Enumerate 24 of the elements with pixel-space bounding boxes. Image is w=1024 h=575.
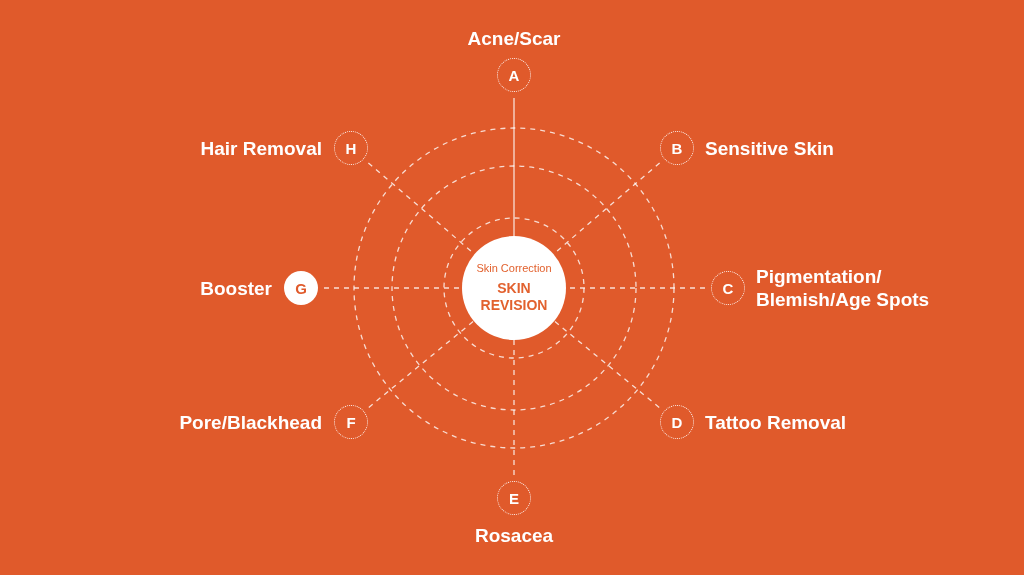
disc-title: SKIN REVISION <box>479 279 549 315</box>
letter-circle <box>284 271 318 305</box>
connector-line <box>513 339 515 476</box>
connector-line <box>553 320 660 409</box>
category-label: Acne/Scar <box>467 27 561 50</box>
category-label: Booster <box>200 276 272 300</box>
node-letter: G <box>295 280 307 296</box>
category-label: Tattoo Removal <box>705 410 847 434</box>
category-label: Rosacea <box>474 524 554 547</box>
node-letter: B <box>671 140 683 156</box>
node-letter: D <box>671 414 683 430</box>
node-letter: H <box>345 140 357 156</box>
center-disc <box>462 236 566 340</box>
category-label: Sensitive Skin <box>705 136 834 160</box>
category-label: Pigmentation/ Blemish/Age Spots <box>756 265 931 311</box>
disc-subtitle: Skin Correction <box>476 261 552 274</box>
connector-line <box>513 97 515 237</box>
node-letter: A <box>508 67 520 83</box>
node-letter: C <box>722 280 734 296</box>
category-label: Pore/Blackhead <box>179 410 322 434</box>
connector-line <box>368 320 475 409</box>
category-label: Hair Removal <box>200 136 322 160</box>
node-letter: E <box>509 490 519 506</box>
node-letter: F <box>346 414 356 430</box>
